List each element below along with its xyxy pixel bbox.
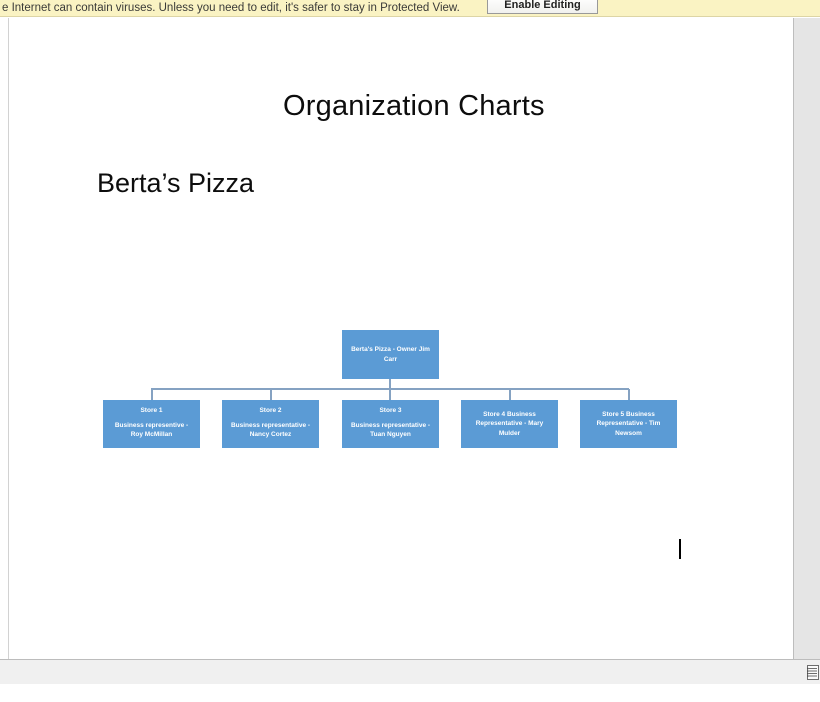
org-node-store-4[interactable]: Store 4 Business Representative - Mary M…: [461, 400, 558, 448]
connector-stem: [389, 379, 391, 389]
status-bar: [0, 659, 820, 684]
org-node-store-1[interactable]: Store 1 Business representive - Roy McMi…: [103, 400, 200, 448]
org-node-body: Store 4 Business Representative - Mary M…: [475, 410, 544, 437]
connector-drop: [151, 389, 153, 400]
connector-drop: [270, 389, 272, 400]
text-caret: [679, 539, 681, 559]
org-node-body: Business representative - Tuan Nguyen: [350, 421, 431, 439]
connector-drop: [509, 389, 511, 400]
connector-drop: [628, 389, 630, 400]
org-node-store-3[interactable]: Store 3 Business representative - Tuan N…: [342, 400, 439, 448]
page-left-edge: [8, 18, 9, 659]
org-chart: Berta's Pizza - Owner Jim Carr Store 1 B…: [0, 18, 820, 702]
document-margin-area: [793, 18, 820, 659]
org-node-label: Berta's Pizza - Owner Jim Carr: [351, 346, 430, 363]
protected-view-banner: e Internet can contain viruses. Unless y…: [0, 0, 820, 17]
org-node-owner[interactable]: Berta's Pizza - Owner Jim Carr: [342, 330, 439, 379]
document-page[interactable]: Organization Charts Berta’s Pizza Berta'…: [0, 18, 820, 660]
org-node-body: Business representive - Roy McMillan: [114, 421, 189, 439]
org-node-heading: Store 2: [259, 407, 282, 414]
org-node-heading: Store 1: [140, 407, 163, 414]
enable-editing-button[interactable]: Enable Editing: [487, 0, 598, 14]
document-lines-icon[interactable]: [806, 665, 819, 680]
protected-view-message: e Internet can contain viruses. Unless y…: [2, 2, 460, 14]
connector-horizontal: [151, 388, 629, 390]
connector-drop: [389, 389, 391, 400]
org-node-heading: Store 3: [379, 407, 402, 414]
document-title: Organization Charts: [283, 90, 545, 122]
org-node-body: Business representative - Nancy Cortez: [230, 421, 311, 439]
org-node-store-5[interactable]: Store 5 Business Representative - Tim Ne…: [580, 400, 677, 448]
org-node-store-2[interactable]: Store 2 Business representative - Nancy …: [222, 400, 319, 448]
org-node-body: Store 5 Business Representative - Tim Ne…: [596, 410, 661, 437]
document-heading: Berta’s Pizza: [97, 168, 255, 198]
